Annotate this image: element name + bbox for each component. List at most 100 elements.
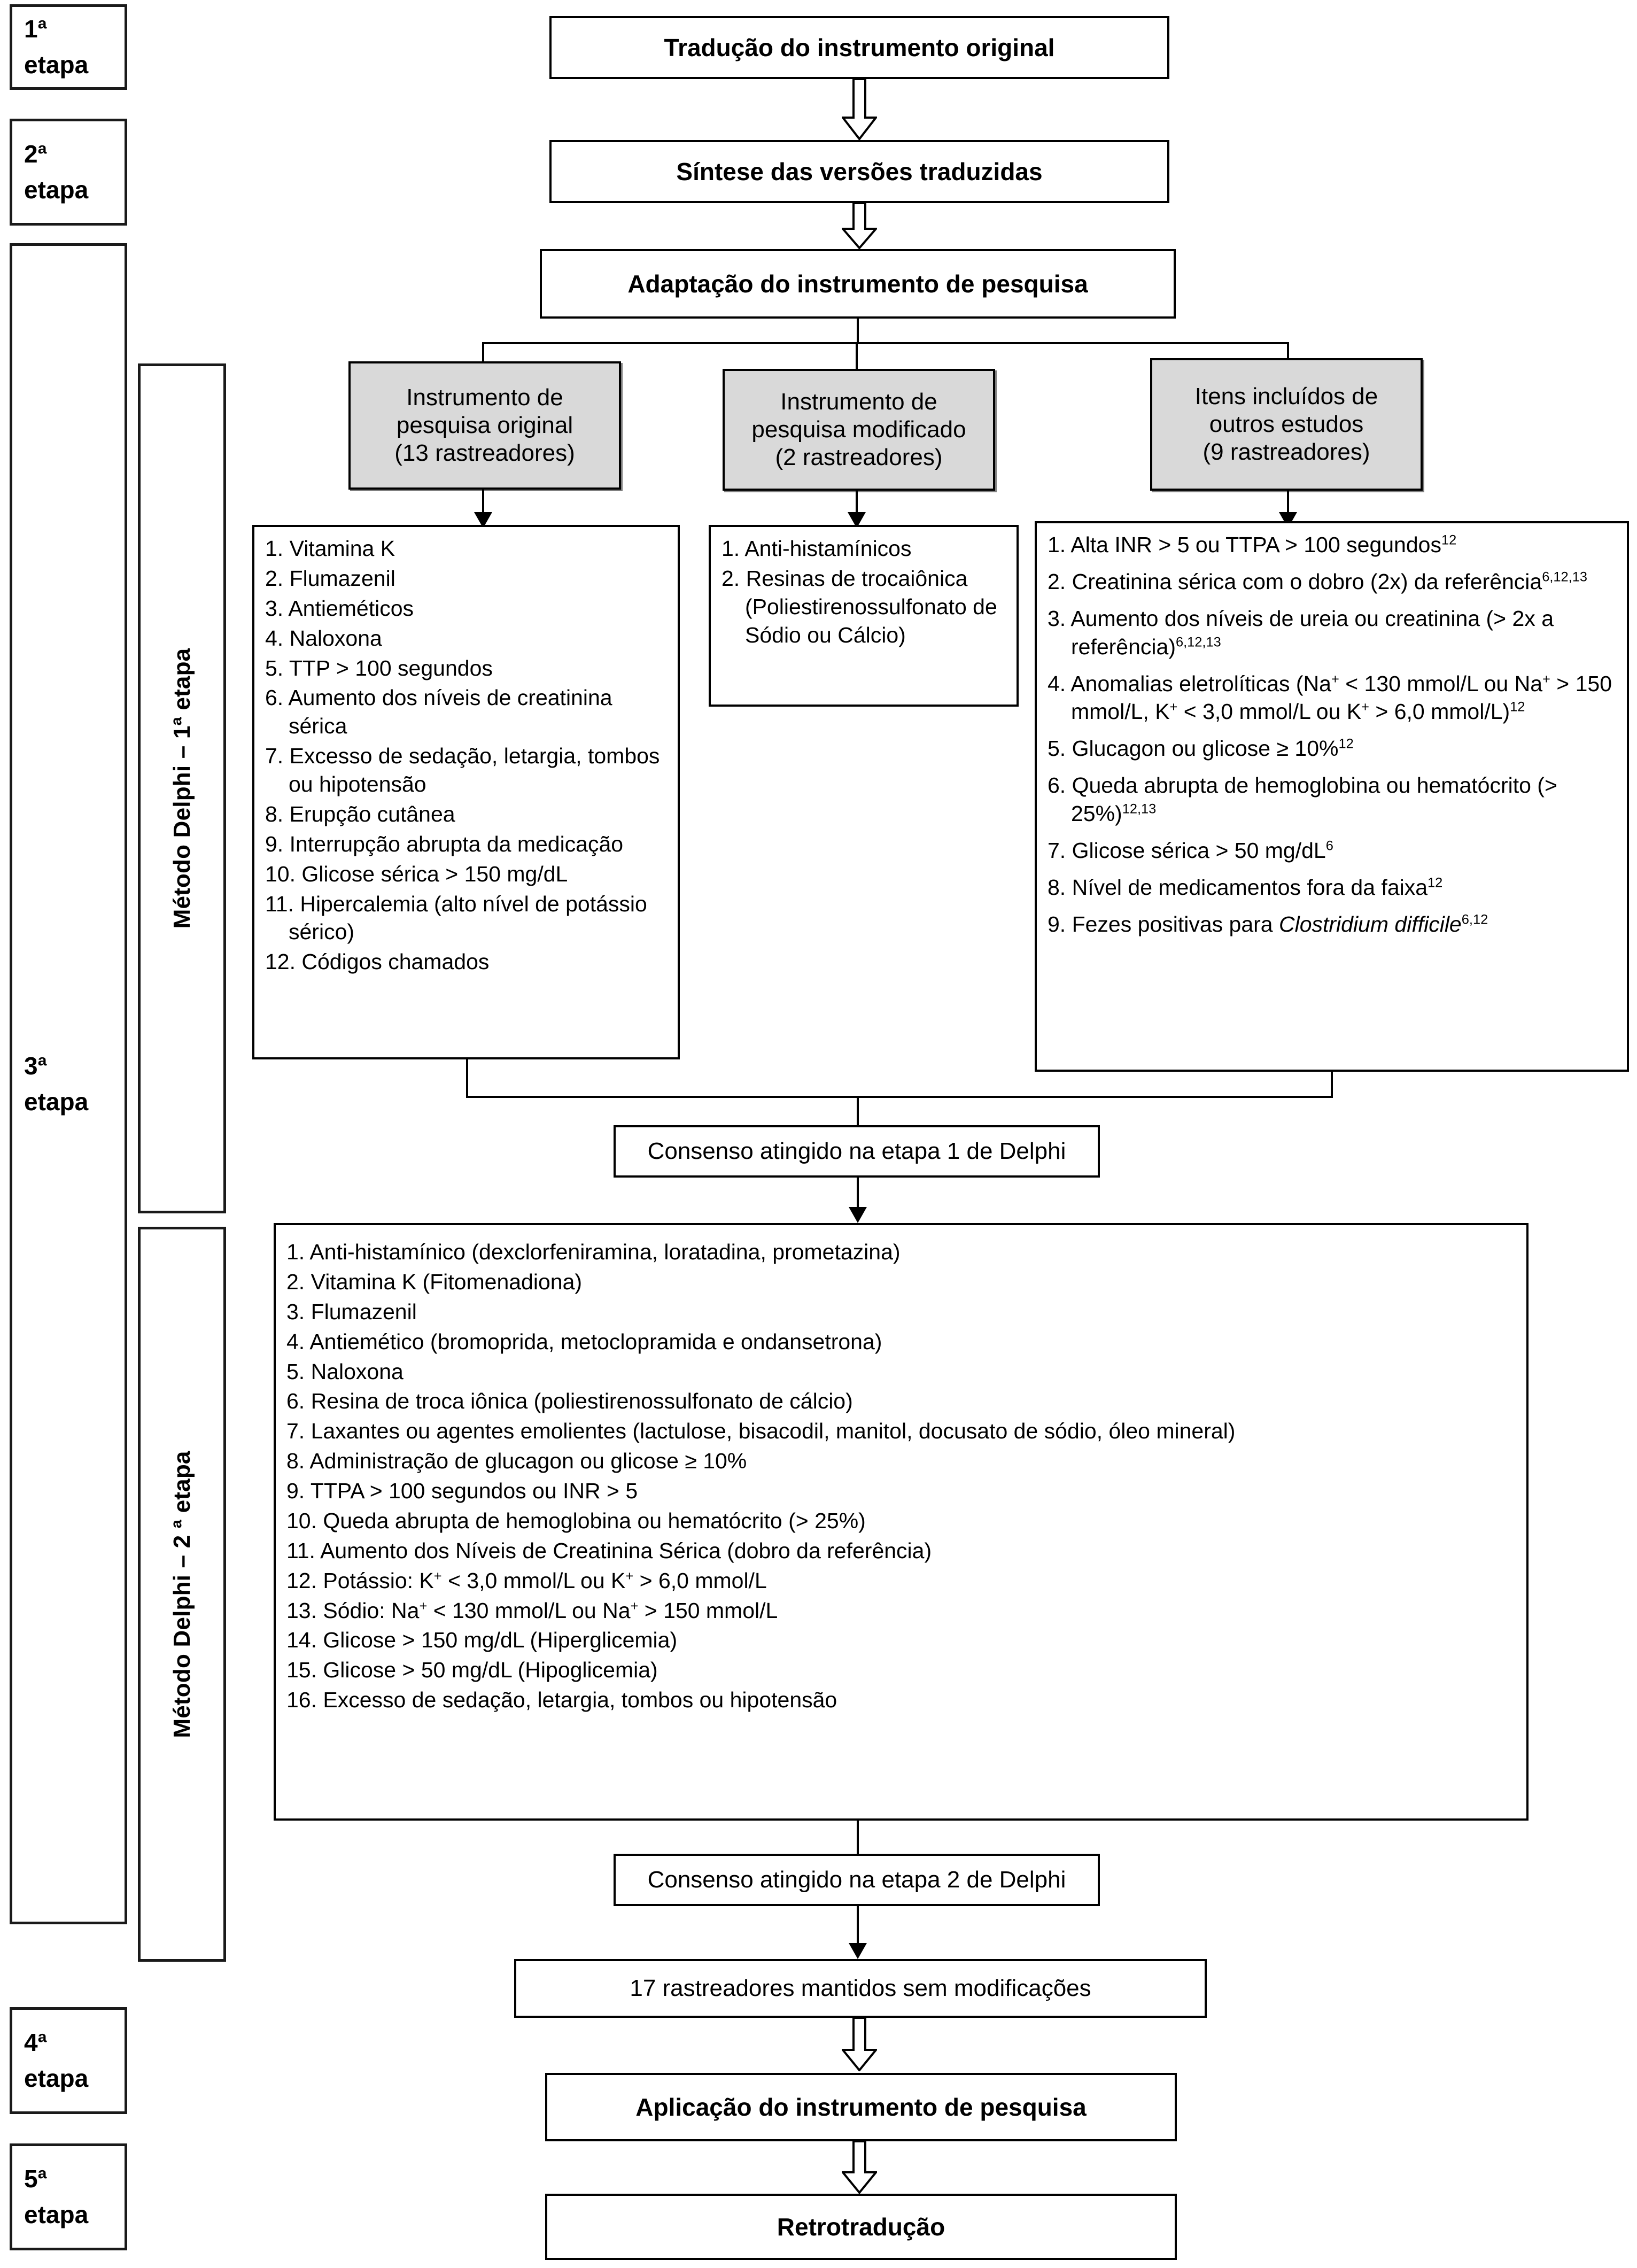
list-item: 2. Flumazenil	[265, 566, 395, 591]
rail-delphi-1: Método Delphi – 1ª etapa	[138, 363, 226, 1213]
list-item: 4. Antiemético (bromoprida, metocloprami…	[286, 1329, 882, 1354]
source-original-line2: pesquisa original	[396, 412, 573, 439]
list-item: 7. Glicose sérica > 50 mg/dL6	[1048, 838, 1333, 863]
list-item: 11. Hipercalemia (alto nível de potássio…	[265, 891, 647, 945]
list-box-consensus: 1. Anti-histamínico (dexclorfeniramina, …	[274, 1223, 1529, 1821]
list-item: 1. Alta INR > 5 ou TTPA > 100 segundos12	[1048, 532, 1457, 557]
connector-adaptation-stem	[857, 319, 859, 343]
connector-consensus1-down	[857, 1178, 859, 1211]
source-modified-line2: pesquisa modificado	[751, 416, 966, 443]
list-item: 9. Interrupção abrupta da medicação	[265, 831, 624, 856]
list-item: 6. Queda abrupta de hemoglobina ou hemat…	[1048, 773, 1557, 826]
connector-original-to-list	[482, 490, 484, 515]
list-item: 11. Aumento dos Níveis de Creatinina Sér…	[286, 1538, 932, 1563]
step-4-label: 4ª etapa	[24, 2029, 89, 2092]
connector-to-original-box	[482, 342, 484, 376]
list-item: 1. Vitamina K	[265, 536, 395, 561]
step-2-label: 2ª etapa	[24, 140, 89, 204]
list-item: 14. Glicose > 150 mg/dL (Hiperglicemia)	[286, 1628, 678, 1653]
list-item: 12. Códigos chamados	[265, 949, 490, 974]
source-modified-line3: (2 rastreadores)	[775, 444, 943, 470]
list-item: 16. Excesso de sedação, letargia, tombos…	[286, 1688, 837, 1713]
box-consensus-2: Consenso atingido na etapa 2 de Delphi	[614, 1854, 1100, 1906]
connector-merge-to-consensus1	[857, 1096, 859, 1125]
source-original-line3: (13 rastreadores)	[394, 439, 575, 466]
list-box-original: 1. Vitamina K 2. Flumazenil 3. Antiemético…	[252, 525, 680, 1059]
list-item: 6. Resina de troca iônica (poliestirenos…	[286, 1389, 853, 1414]
box-backtranslation-label: Retrotradução	[777, 2212, 945, 2241]
box-consensus-1-label: Consenso atingido na etapa 1 de Delphi	[647, 1138, 1066, 1165]
box-consensus-2-label: Consenso atingido na etapa 2 de Delphi	[647, 1867, 1066, 1893]
step-box-1: 1ª etapa	[10, 4, 127, 90]
step-1-label: 1ª etapa	[24, 15, 89, 79]
arrow-consensus1-to-list	[849, 1207, 867, 1223]
list-item: 3. Antieméticos	[265, 595, 414, 621]
source-box-other: Itens incluídos de outros estudos (9 ras…	[1150, 358, 1423, 491]
list-item: 13. Sódio: Na+ < 130 mmol/L ou Na+ > 150…	[286, 1598, 778, 1623]
list-item: 2. Vitamina K (Fitomenadiona)	[286, 1269, 583, 1294]
list-item: 5. Naloxona	[286, 1359, 404, 1384]
step-box-4: 4ª etapa	[10, 2007, 127, 2114]
step-box-2: 2ª etapa	[10, 119, 127, 226]
list-item: 8. Administração de glucagon ou glicose …	[286, 1449, 747, 1474]
source-other-line1: Itens incluídos de	[1194, 383, 1378, 410]
connector-merge-bar-1	[466, 1096, 1333, 1098]
list-original-items: 1. Vitamina K 2. Flumazenil 3. Antiemético…	[265, 535, 669, 976]
list-other-items: 1. Alta INR > 5 ou TTPA > 100 segundos12…	[1048, 531, 1618, 939]
connector-consensus2-down	[857, 1906, 859, 1948]
connector-split-bar	[482, 342, 1289, 344]
source-other-line3: (9 rastreadores)	[1202, 438, 1370, 465]
list-item: 2. Resinas de trocaiônica (Poliestirenos…	[721, 566, 997, 647]
list-item: 2. Creatinina sérica com o dobro (2x) da…	[1048, 569, 1588, 594]
list-box-modified: 1. Anti-histamínicos 2. Resinas de trocai…	[709, 525, 1019, 707]
source-modified-line1: Instrumento de	[780, 389, 937, 415]
box-kept-trackers-label: 17 rastreadores mantidos sem modificaçõe…	[630, 1975, 1091, 2002]
box-application: Aplicação do instrumento de pesquisa	[545, 2073, 1177, 2141]
list-item: 4. Anomalias eletrolíticas (Na+ < 130 mm…	[1048, 671, 1612, 724]
list-item: 8. Erupção cutânea	[265, 801, 455, 826]
list-box-other: 1. Alta INR > 5 ou TTPA > 100 segundos12…	[1035, 521, 1629, 1072]
box-backtranslation: Retrotradução	[545, 2194, 1177, 2260]
box-consensus-1: Consenso atingido na etapa 1 de Delphi	[614, 1125, 1100, 1178]
connector-original-list-down	[466, 1059, 468, 1098]
step-box-3: 3ª etapa	[10, 243, 127, 1924]
list-item: 12. Potássio: K+ < 3,0 mmol/L ou K+ > 6,…	[286, 1568, 767, 1593]
list-item: 5. Glucagon ou glicose ≥ 10%12	[1048, 736, 1354, 761]
connector-consensus-list-down	[857, 1821, 859, 1854]
arrow-translation-to-synthesis	[842, 79, 877, 140]
box-application-label: Aplicação do instrumento de pesquisa	[635, 2093, 1087, 2121]
connector-modified-to-list	[856, 491, 858, 515]
list-modified-items: 1. Anti-histamínicos 2. Resinas de trocai…	[721, 535, 1008, 649]
list-item: 9. Fezes positivas para Clostridium diff…	[1048, 911, 1488, 936]
list-consensus-items: 1. Anti-histamínico (dexclorfeniramina, …	[286, 1238, 1518, 1714]
arrow-kept-to-application	[842, 2018, 877, 2071]
list-item: 7. Laxantes ou agentes emolientes (lactu…	[286, 1419, 1236, 1444]
source-box-modified: Instrumento de pesquisa modificado (2 ra…	[723, 369, 995, 491]
connector-other-list-down	[1331, 1072, 1333, 1098]
box-adaptation-label: Adaptação do instrumento de pesquisa	[627, 269, 1088, 298]
arrow-application-to-backtranslation	[842, 2141, 877, 2194]
box-synthesis: Síntese das versões traduzidas	[549, 140, 1169, 203]
list-item: 6. Aumento dos níveis de creatinina séri…	[265, 685, 612, 739]
connector-to-modified-box	[856, 342, 858, 384]
list-item: 9. TTPA > 100 segundos ou INR > 5	[286, 1479, 638, 1503]
list-item: 1. Anti-histamínicos	[721, 536, 912, 561]
rail-delphi-2-label: Método Delphi – 2 ª etapa	[168, 1450, 195, 1738]
list-item: 7. Excesso de sedação, letargia, tombos …	[265, 744, 660, 796]
list-item: 1. Anti-histamínico (dexclorfeniramina, …	[286, 1240, 901, 1264]
source-original-line1: Instrumento de	[406, 384, 563, 411]
arrow-consensus2-to-kept	[849, 1943, 867, 1959]
box-synthesis-label: Síntese das versões traduzidas	[676, 157, 1043, 185]
box-translation-label: Tradução do instrumento original	[664, 33, 1055, 61]
connector-other-to-list	[1287, 491, 1289, 515]
source-box-original: Instrumento de pesquisa original (13 ras…	[348, 361, 621, 490]
list-item: 5. TTP > 100 segundos	[265, 655, 493, 680]
step-box-5: 5ª etapa	[10, 2143, 127, 2250]
rail-delphi-1-label: Método Delphi – 1ª etapa	[168, 648, 195, 929]
connector-to-other-box	[1287, 342, 1289, 373]
step-3-label: 3ª etapa	[24, 1051, 89, 1116]
source-other-line2: outros estudos	[1209, 411, 1364, 438]
list-item: 10. Glicose sérica > 150 mg/dL	[265, 861, 568, 886]
step-5-label: 5ª etapa	[24, 2165, 89, 2228]
